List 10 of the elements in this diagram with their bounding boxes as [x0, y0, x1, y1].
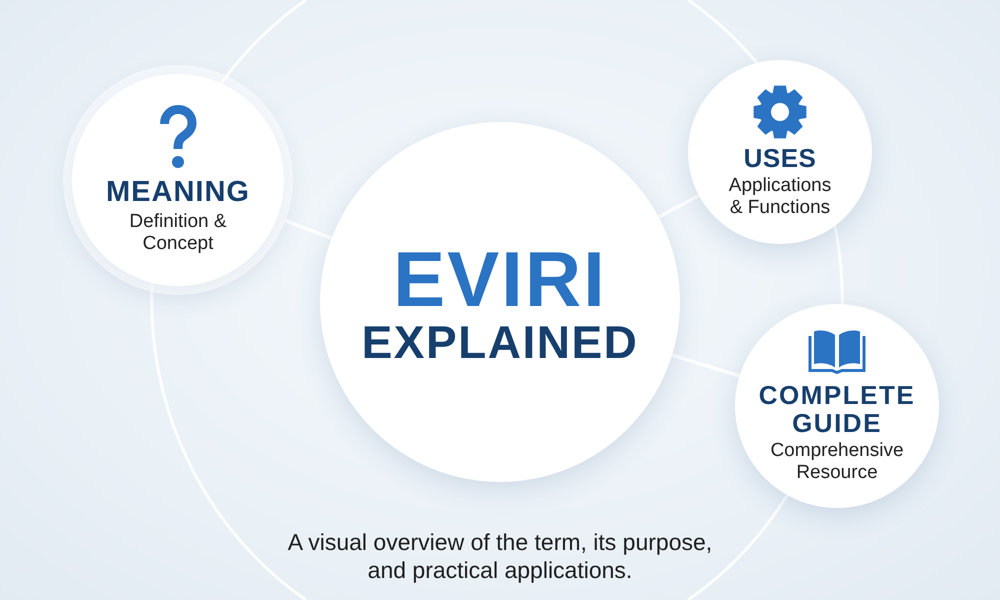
- caption: A visual overview of the term, its purpose, and practical applications.: [286, 529, 714, 584]
- node-heading: USES: [744, 144, 816, 172]
- connector-line: [284, 219, 332, 240]
- node-heading: MEANING: [106, 177, 250, 208]
- connector-line: [671, 353, 740, 378]
- connector-line: [658, 194, 700, 219]
- node-heading: COMPLETE GUIDE: [758, 382, 916, 438]
- node-description: Definition & Concept: [128, 211, 228, 255]
- node-description: Comprehensive Resource: [769, 440, 905, 484]
- node-description: Applications & Functions: [728, 175, 832, 220]
